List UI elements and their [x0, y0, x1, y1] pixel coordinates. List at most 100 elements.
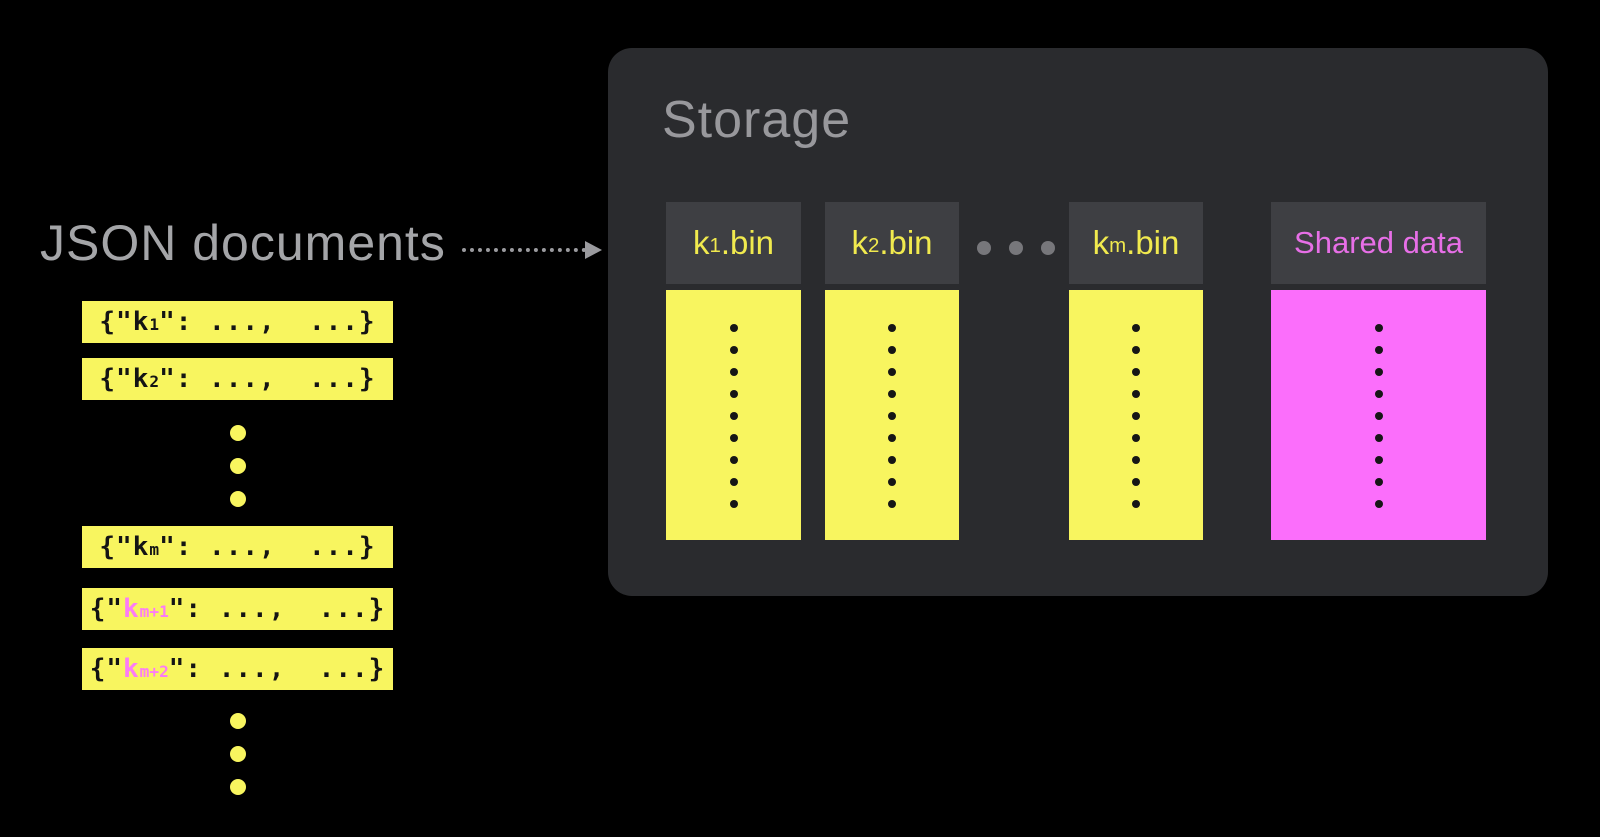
doc-key: k — [132, 307, 150, 337]
dot — [1132, 478, 1140, 486]
dot — [1374, 368, 1383, 376]
column-header-key: k — [851, 224, 868, 261]
column-ellipsis-dots — [1374, 290, 1383, 540]
doc-brace-open: {" — [89, 594, 124, 624]
doc-key: k — [123, 654, 140, 684]
dot — [1132, 456, 1140, 464]
dot — [729, 368, 738, 376]
doc-rest: ": ..., ...} — [159, 532, 376, 562]
dot — [1374, 478, 1383, 486]
column-header: Shared data — [1271, 202, 1486, 284]
dot — [1132, 434, 1140, 442]
dot — [1374, 390, 1383, 398]
dot — [729, 434, 738, 442]
doc-brace-open: {" — [99, 532, 133, 562]
doc-rest: ": ..., ...} — [159, 364, 376, 394]
column-header-subscript: m — [1109, 234, 1127, 258]
column-header-extension: .bin — [1126, 224, 1180, 261]
dot — [1132, 390, 1140, 398]
dot — [1132, 412, 1140, 420]
doc-brace-open: {" — [99, 307, 133, 337]
column-header-extension: .bin — [720, 224, 775, 261]
doc-key-subscript: 2 — [149, 372, 160, 392]
dot — [888, 390, 896, 398]
column-ellipsis-dots — [1132, 290, 1140, 540]
dot — [1374, 500, 1383, 508]
dot — [888, 412, 896, 420]
dot — [1009, 241, 1023, 255]
column-ellipsis-dots — [888, 290, 896, 540]
dot — [729, 478, 738, 486]
column-body — [1069, 290, 1203, 540]
dot — [888, 368, 896, 376]
dot — [229, 779, 246, 795]
column-header-subscript: 1 — [709, 234, 721, 258]
doc-key-subscript: m+2 — [139, 662, 169, 682]
dot — [229, 713, 246, 729]
dot — [1374, 434, 1383, 442]
dot — [229, 491, 246, 507]
doc-key: k — [123, 594, 140, 624]
dot — [888, 478, 896, 486]
dot — [888, 324, 896, 332]
column-body — [1271, 290, 1486, 540]
dot — [1374, 346, 1383, 354]
column-header-key: k — [1092, 224, 1110, 261]
column-header-key: k — [692, 224, 710, 261]
column-body — [666, 290, 801, 540]
doc-brace-open: {" — [89, 654, 124, 684]
dot — [1132, 500, 1140, 508]
column-ellipsis-dots — [729, 290, 738, 540]
dot — [1374, 456, 1383, 464]
dot — [1132, 346, 1140, 354]
dot — [1374, 324, 1383, 332]
ellipsis-dots-vertical — [229, 713, 246, 795]
dot — [729, 500, 738, 508]
dot — [229, 425, 246, 441]
doc-key: k — [132, 532, 150, 562]
storage-title: Storage — [662, 91, 852, 149]
dot — [229, 746, 246, 762]
dot — [977, 241, 991, 255]
doc-key-subscript: 1 — [149, 315, 160, 335]
doc-rest: ": ..., ...} — [168, 654, 386, 684]
column-header-extension: .bin — [879, 224, 933, 261]
dot — [729, 346, 738, 354]
dot — [229, 458, 246, 474]
storage-column-shared: Shared data — [1271, 202, 1486, 540]
dot — [1041, 241, 1055, 255]
doc-key-subscript: m — [149, 540, 160, 560]
dot — [729, 390, 738, 398]
arrow-dotted-line — [462, 248, 586, 252]
arrow-head-icon — [585, 241, 602, 259]
ellipsis-dots-vertical — [229, 425, 246, 507]
column-header-subscript: 2 — [867, 234, 880, 258]
dot — [1374, 412, 1383, 420]
dot — [1132, 324, 1140, 332]
json-documents-label: JSON documents — [40, 215, 446, 271]
doc-rest: ": ..., ...} — [159, 307, 376, 337]
dot — [729, 324, 738, 332]
dot — [888, 434, 896, 442]
dot — [888, 500, 896, 508]
dot — [888, 346, 896, 354]
dot — [1132, 368, 1140, 376]
between-columns-dots — [977, 241, 1055, 255]
dot — [729, 412, 738, 420]
dot — [888, 456, 896, 464]
dot — [729, 456, 738, 464]
